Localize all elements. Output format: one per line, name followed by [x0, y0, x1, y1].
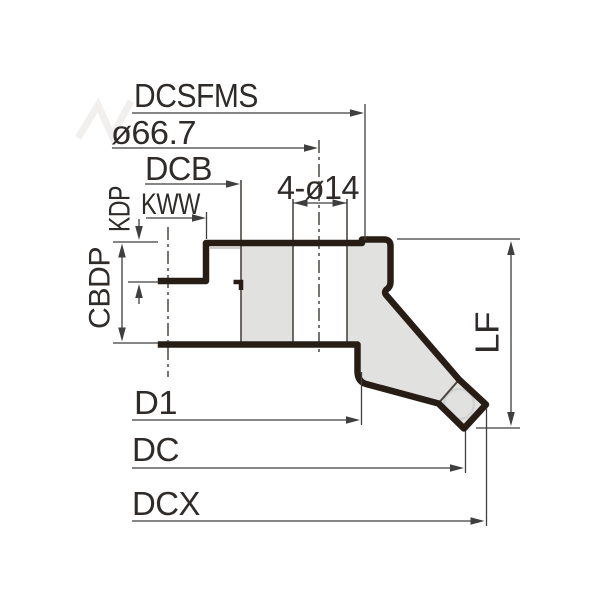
internal-lines	[167, 140, 459, 403]
cbdp-arrow-up	[118, 243, 126, 258]
dcsfms-arrow	[350, 109, 364, 117]
dc-arrow	[450, 464, 464, 472]
cutter-body-outline	[157, 236, 490, 432]
label-d1: D1	[134, 384, 177, 421]
label-bolt-circle-dia: ø66.7	[111, 114, 196, 151]
label-cbdp: CBDP	[84, 247, 117, 329]
label-mount-holes: 4-ø14	[277, 169, 359, 206]
kww-arrow	[192, 214, 206, 222]
cutter-body-fills	[241, 239, 486, 429]
insert-screw-circle	[442, 387, 476, 421]
holes-arrow-left	[293, 199, 308, 207]
label-lf: LF	[469, 312, 506, 354]
label-kww: KWW	[141, 188, 201, 221]
kdp-arrow-up	[135, 284, 143, 298]
bore-corner-jog	[233, 279, 244, 290]
label-dc: DC	[132, 431, 179, 468]
dcx-arrow	[470, 517, 485, 525]
bolt-circle-arrow	[304, 144, 318, 152]
label-dcb: DCB	[145, 150, 212, 187]
label-dcsfms: DCSFMS	[134, 77, 258, 114]
dimension-arrows	[118, 109, 515, 525]
insert-seat-line	[439, 380, 459, 403]
body-fill-left-band	[241, 242, 293, 345]
label-kdp: KDP	[104, 186, 137, 232]
kdp-arrow-down	[135, 226, 143, 240]
watermark-mark	[75, 97, 135, 144]
cbdp-arrow-down	[118, 327, 126, 342]
dimension-labels: DCSFMS ø66.7 DCB KWW 4-ø14 KDP CBDP LF D…	[84, 77, 506, 522]
label-dcx: DCX	[132, 485, 200, 522]
dcb-arrow	[226, 180, 240, 188]
lf-arrow-up	[507, 241, 515, 255]
lf-arrow-down	[507, 412, 515, 426]
holes-arrow-right	[332, 199, 347, 207]
d1-arrow	[346, 416, 360, 424]
